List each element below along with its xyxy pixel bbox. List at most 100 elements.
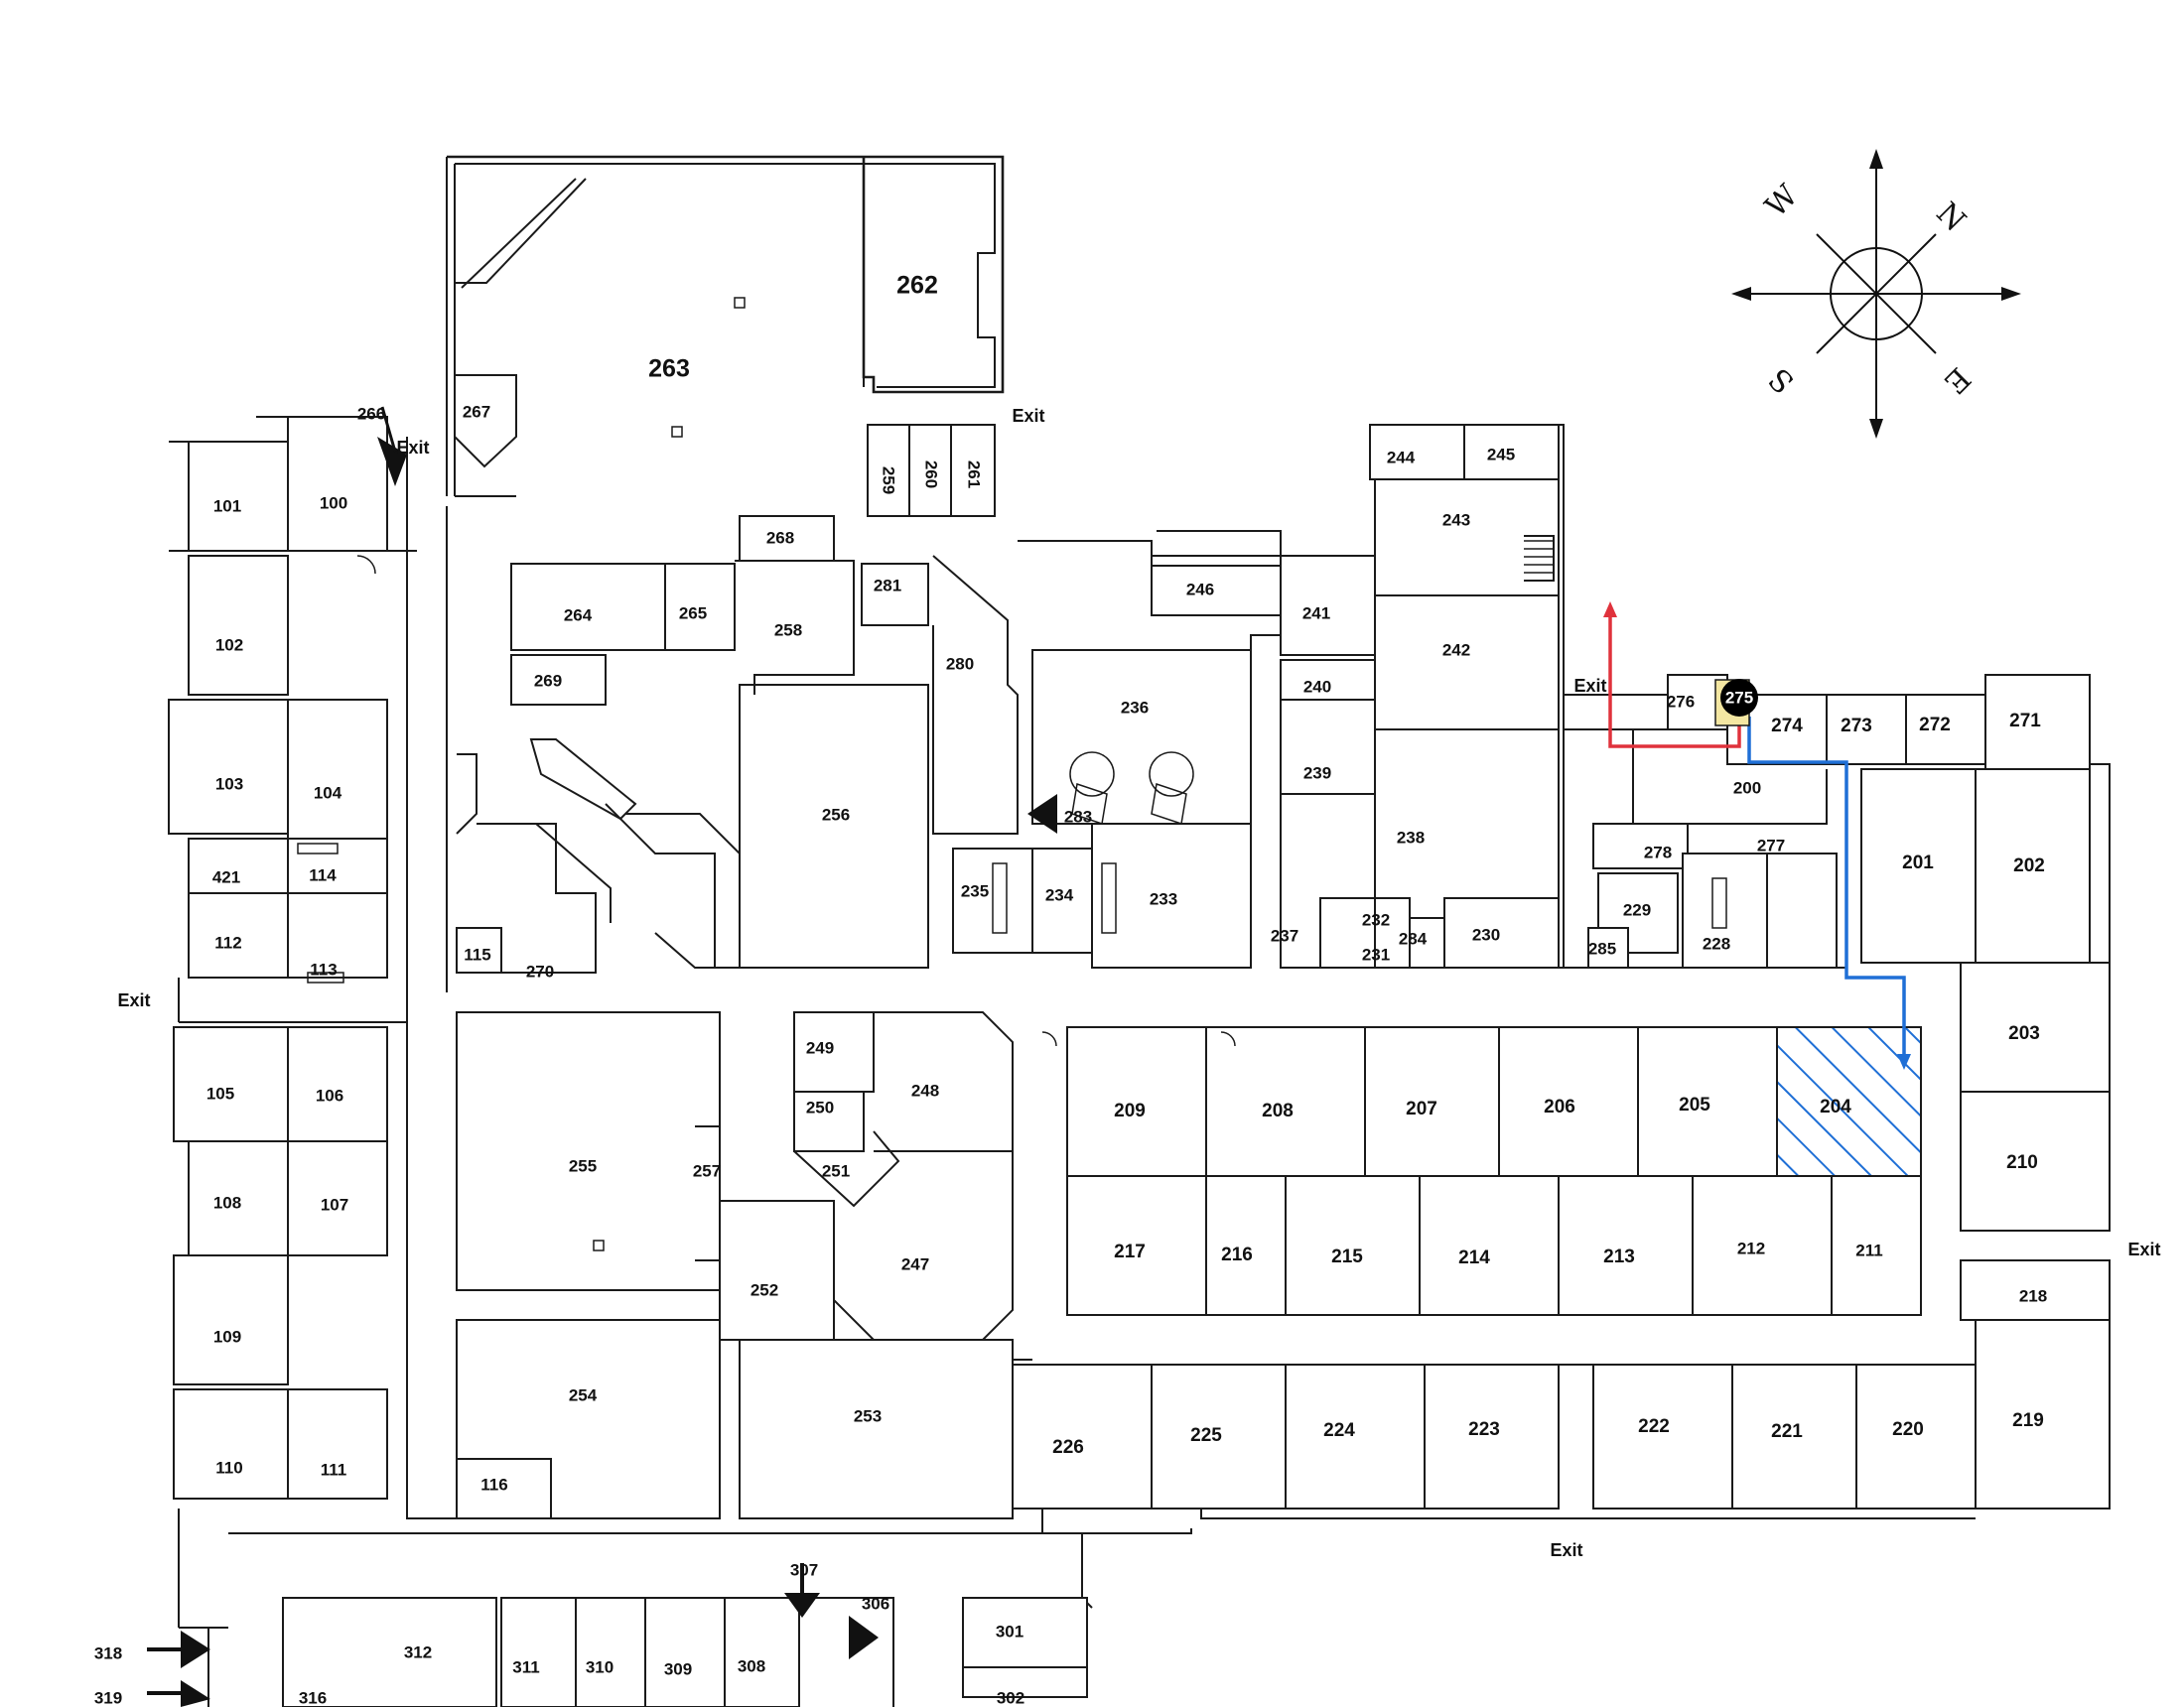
room-label-263: 263 xyxy=(648,355,690,383)
room-label-217: 217 xyxy=(1114,1242,1146,1262)
arrow-319-icon xyxy=(181,1680,210,1707)
room-label-236: 236 xyxy=(1121,698,1149,717)
room-label-216: 216 xyxy=(1221,1245,1253,1265)
exit-labels: Exit Exit Exit Exit Exit Exit xyxy=(117,406,2160,1560)
room-label-266: 266 xyxy=(357,404,385,423)
room-label-226: 226 xyxy=(1052,1437,1084,1458)
compass-arrow-up-icon xyxy=(1869,149,1883,169)
room-label-201: 201 xyxy=(1902,853,1934,873)
room-label-258: 258 xyxy=(774,620,802,639)
room-label-270: 270 xyxy=(526,962,554,981)
room-label-210: 210 xyxy=(2006,1152,2038,1173)
room-label-265: 265 xyxy=(679,603,707,622)
room-label-246: 246 xyxy=(1186,580,1214,598)
room-label-309: 309 xyxy=(664,1659,692,1678)
room-label-250: 250 xyxy=(806,1098,834,1116)
room-label-229: 229 xyxy=(1623,900,1651,919)
room-label-276: 276 xyxy=(1667,692,1695,711)
route-arrow-up-icon xyxy=(1603,601,1617,617)
room-label-221: 221 xyxy=(1771,1421,1803,1442)
room-label-306: 306 xyxy=(862,1594,889,1613)
room-label-311: 311 xyxy=(512,1657,539,1676)
room-label-248: 248 xyxy=(911,1081,939,1100)
room-label-106: 106 xyxy=(316,1086,343,1105)
room-label-209: 209 xyxy=(1114,1101,1146,1121)
room-label-102: 102 xyxy=(215,635,243,654)
destination-room-highlight xyxy=(1776,1026,1922,1177)
room-label-247: 247 xyxy=(901,1254,929,1273)
exit-label: Exit xyxy=(396,438,429,458)
room-label-255: 255 xyxy=(569,1156,597,1175)
room-label-231: 231 xyxy=(1362,945,1390,964)
fixtures xyxy=(297,297,1727,1251)
room-label-218: 218 xyxy=(2019,1286,2047,1305)
room-label-312: 312 xyxy=(404,1642,432,1661)
room-label-212: 212 xyxy=(1737,1239,1765,1257)
room-label-244: 244 xyxy=(1387,448,1416,466)
room-label-268: 268 xyxy=(766,528,794,547)
room-label-222: 222 xyxy=(1638,1416,1670,1437)
room-label-273: 273 xyxy=(1841,716,1872,736)
room-label-269: 269 xyxy=(534,671,562,690)
room-label-302: 302 xyxy=(997,1688,1024,1707)
exit-label: Exit xyxy=(1573,676,1606,696)
room-label-239: 239 xyxy=(1303,763,1331,782)
room-label-271: 271 xyxy=(2009,711,2041,731)
room-label-421: 421 xyxy=(212,867,240,886)
you-are-here-label: 275 xyxy=(1725,688,1753,707)
room-label-232: 232 xyxy=(1362,910,1390,929)
room-label-114: 114 xyxy=(309,865,337,884)
room-label-285: 285 xyxy=(1588,939,1616,958)
room-label-223: 223 xyxy=(1468,1419,1500,1440)
route-path-secondary xyxy=(1608,613,1741,748)
room-label-220: 220 xyxy=(1892,1419,1924,1440)
room-label-235: 235 xyxy=(961,881,989,900)
room-label-101: 101 xyxy=(213,496,241,515)
room-label-264: 264 xyxy=(564,605,593,624)
room-label-234: 234 xyxy=(1045,885,1074,904)
room-label-280: 280 xyxy=(946,654,974,673)
room-label-113: 113 xyxy=(310,960,337,979)
room-label-301: 301 xyxy=(996,1622,1024,1641)
you-are-here-marker xyxy=(1720,679,1758,717)
room-label-108: 108 xyxy=(213,1193,241,1212)
room-label-203: 203 xyxy=(2008,1023,2040,1044)
room-label-251: 251 xyxy=(822,1161,850,1180)
compass-rose: W N S E xyxy=(1731,149,2021,439)
exit-label: Exit xyxy=(2127,1240,2160,1259)
room-label-205: 205 xyxy=(1679,1095,1710,1116)
compass-arrow-right-icon xyxy=(2001,287,2021,301)
room-label-237: 237 xyxy=(1271,926,1298,945)
room-label-105: 105 xyxy=(206,1084,234,1103)
compass-north-label: N xyxy=(1929,196,1972,238)
arrow-306-icon xyxy=(849,1616,879,1659)
room-label-112: 112 xyxy=(214,933,241,952)
arrow-283-icon xyxy=(1027,794,1057,834)
room-label-277: 277 xyxy=(1757,836,1785,854)
room-label-261: 261 xyxy=(965,460,984,488)
room-label-254: 254 xyxy=(569,1385,598,1404)
room-label-213: 213 xyxy=(1603,1247,1635,1267)
room-label-281: 281 xyxy=(874,576,901,594)
room-label-224: 224 xyxy=(1323,1420,1355,1441)
room-label-241: 241 xyxy=(1302,603,1330,622)
exit-label: Exit xyxy=(1550,1540,1582,1560)
room-label-316: 316 xyxy=(299,1688,327,1707)
room-label-249: 249 xyxy=(806,1038,834,1057)
room-label-283: 283 xyxy=(1064,807,1092,826)
room-label-116: 116 xyxy=(480,1475,507,1494)
room-label-274: 274 xyxy=(1771,716,1803,736)
room-label-107: 107 xyxy=(321,1195,348,1214)
room-label-238: 238 xyxy=(1397,828,1425,847)
room-label-242: 242 xyxy=(1442,640,1470,659)
compass-east-label: E xyxy=(1937,360,1977,400)
room-label-204: 204 xyxy=(1820,1097,1851,1117)
route-arrow-down-icon xyxy=(1897,1054,1911,1070)
room-label-110: 110 xyxy=(215,1458,242,1477)
room-label-115: 115 xyxy=(464,945,490,964)
room-label-252: 252 xyxy=(751,1280,778,1299)
room-label-109: 109 xyxy=(213,1327,241,1346)
room-label-100: 100 xyxy=(320,493,347,512)
